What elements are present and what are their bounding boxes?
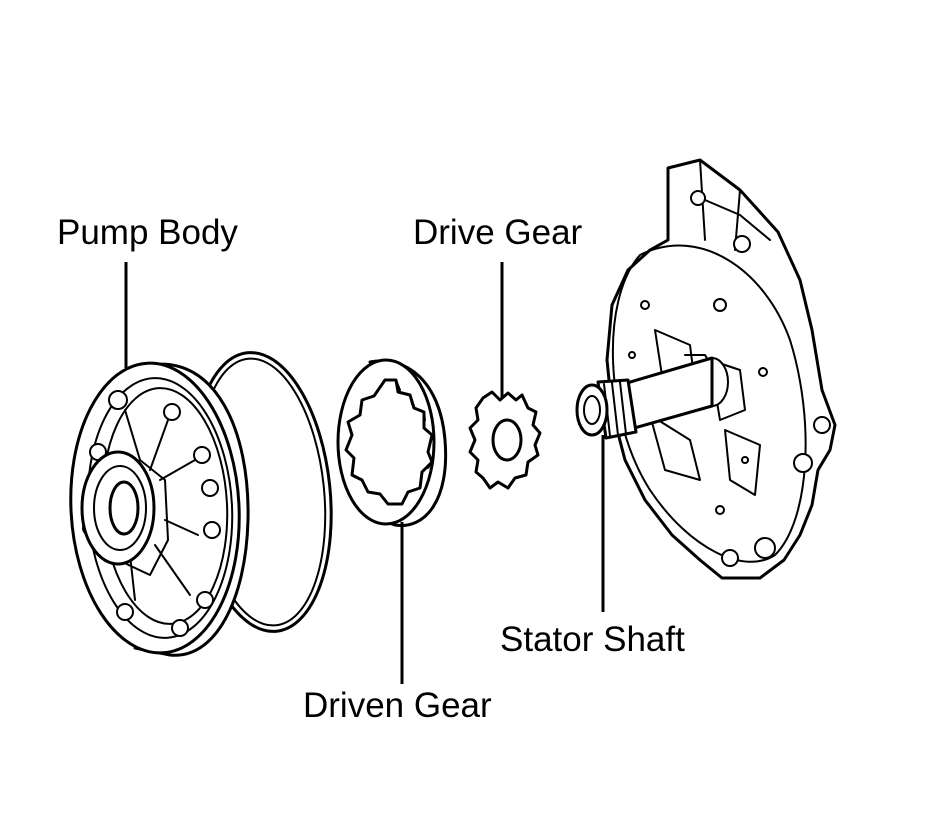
pump-body-part bbox=[69, 351, 333, 657]
stator-shaft-label: Stator Shaft bbox=[500, 620, 685, 659]
driven-gear-part bbox=[336, 358, 448, 528]
stator-shaft-assembly bbox=[575, 158, 837, 580]
driven-gear-label: Driven Gear bbox=[303, 686, 492, 725]
pump-body-label: Pump Body bbox=[57, 213, 238, 252]
drive-gear-part bbox=[468, 390, 542, 490]
drive-gear-label: Drive Gear bbox=[413, 213, 583, 252]
